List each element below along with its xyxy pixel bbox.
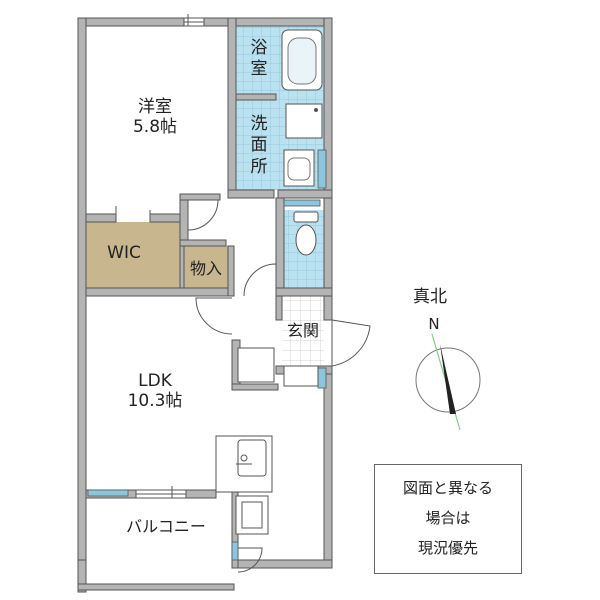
doors	[115, 199, 371, 573]
toilet	[293, 211, 319, 256]
bathtub	[281, 29, 323, 91]
room-label-balcony: バルコニー	[126, 517, 206, 536]
washer-pan	[285, 103, 323, 139]
disclaimer-line-1: 図面と異なる	[402, 479, 493, 497]
room-label-washroom: 洗 面 所	[250, 114, 268, 177]
shoe-cabinet	[237, 347, 319, 387]
room-label-entrance: 玄関	[286, 321, 319, 340]
walls	[77, 17, 333, 593]
windows	[135, 14, 205, 499]
compass-needle	[440, 344, 456, 414]
kitchen	[215, 435, 273, 535]
wic-floor	[86, 222, 180, 288]
room-label-western: 洋室 5.8帖	[132, 97, 178, 137]
compass-n-letter: N	[428, 315, 440, 333]
disclaimer-line-2: 場合は	[425, 509, 471, 527]
disclaimer-line-3: 現況優先	[417, 539, 478, 557]
room-label-ldk: LDK 10.3帖	[127, 371, 183, 411]
wash-basin	[283, 149, 315, 187]
compass-true-north-label: 真北	[413, 287, 447, 307]
room-label-wic: WIC	[107, 243, 141, 263]
disclaimer-box: 図面と異なる 場合は 現況優先	[374, 464, 522, 574]
compass	[415, 333, 481, 431]
storage-floor	[184, 246, 228, 288]
room-label-bath: 浴 室	[250, 38, 268, 80]
wall-panels	[87, 149, 327, 561]
room-label-storage: 物入	[189, 259, 222, 278]
entrance-floor	[282, 296, 324, 366]
